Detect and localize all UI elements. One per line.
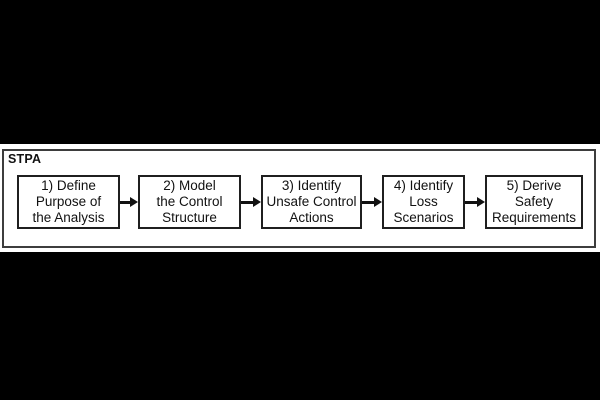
flow-arrow-3 xyxy=(362,197,382,207)
arrow-head-icon xyxy=(253,197,261,207)
step-box-identify-unsafe-control-actions: 3) Identify Unsafe Control Actions xyxy=(261,175,362,229)
letterbox-bottom xyxy=(0,252,600,400)
arrow-head-icon xyxy=(374,197,382,207)
step-label: 5) Derive Safety Requirements xyxy=(491,178,577,225)
arrow-head-icon xyxy=(477,197,485,207)
arrow-line xyxy=(241,201,255,204)
step-box-define-purpose: 1) Define Purpose of the Analysis xyxy=(17,175,120,229)
arrow-head-icon xyxy=(130,197,138,207)
flow-arrow-2 xyxy=(241,197,261,207)
step-box-derive-safety-requirements: 5) Derive Safety Requirements xyxy=(485,175,583,229)
flow-arrow-1 xyxy=(120,197,138,207)
step-box-identify-loss-scenarios: 4) Identify Loss Scenarios xyxy=(382,175,465,229)
stpa-frame-title: STPA xyxy=(8,152,42,166)
step-label: 4) Identify Loss Scenarios xyxy=(393,178,454,225)
letterbox-top xyxy=(0,0,600,144)
arrow-line xyxy=(120,201,132,204)
arrow-line xyxy=(362,201,376,204)
step-label: 2) Model the Control Structure xyxy=(156,178,223,225)
step-label: 1) Define Purpose of the Analysis xyxy=(32,178,105,225)
step-box-model-control-structure: 2) Model the Control Structure xyxy=(138,175,241,229)
arrow-line xyxy=(465,201,479,204)
step-label: 3) Identify Unsafe Control Actions xyxy=(266,178,357,225)
flow-arrow-4 xyxy=(465,197,485,207)
